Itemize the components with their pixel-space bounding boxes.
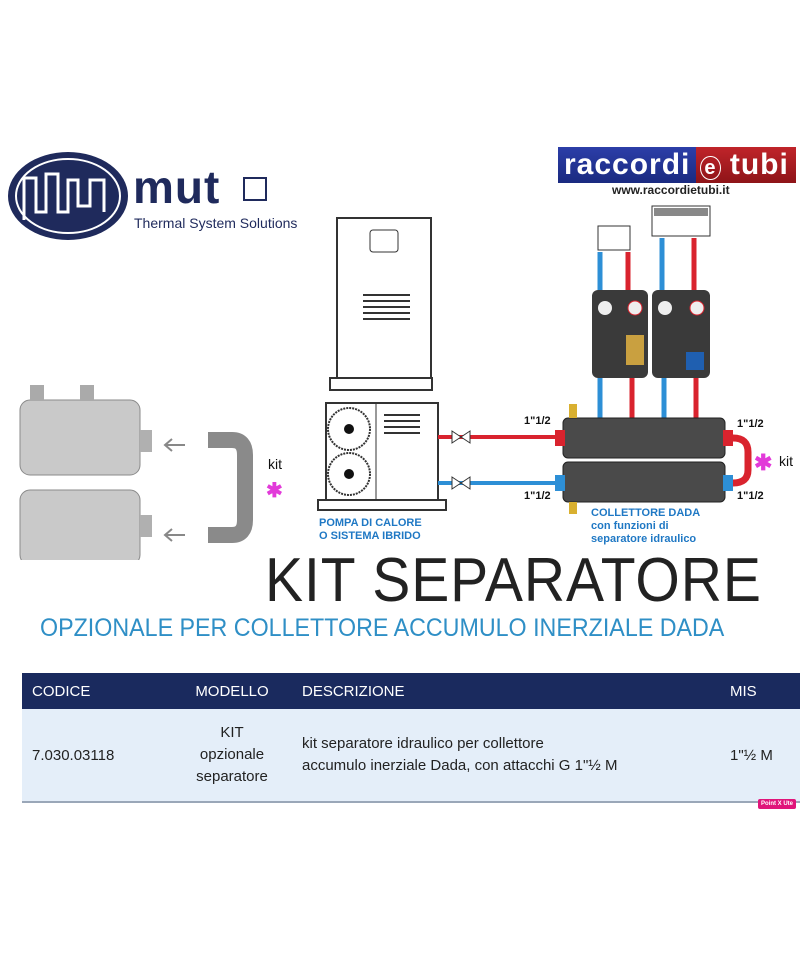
table-header-row: CODICE MODELLO DESCRIZIONE MIS bbox=[22, 673, 800, 709]
heat-pump-illustration bbox=[317, 402, 447, 511]
collector-label-line1: COLLETTORE DADA bbox=[591, 507, 701, 519]
kit-marker-left: ✱ bbox=[266, 480, 283, 502]
partner-logo: raccordi e tubi bbox=[558, 147, 796, 183]
header-model: MODELLO bbox=[172, 673, 292, 709]
header-code: CODICE bbox=[22, 673, 172, 709]
collector-label: COLLETTORE DADA con funzioni di separato… bbox=[591, 507, 700, 546]
kit-label-left: kit bbox=[268, 456, 282, 472]
kit-label-right: kit bbox=[779, 453, 793, 469]
model-line3: separatore bbox=[196, 768, 268, 785]
page-title: KIT SEPARATORE bbox=[265, 546, 762, 615]
collector-illustration bbox=[555, 404, 752, 514]
partner-logo-part2-3: e tubi bbox=[696, 147, 796, 183]
cell-size: 1"½ M bbox=[720, 709, 800, 803]
description-line2: accumulo inerziale Dada, con attacchi G … bbox=[302, 757, 618, 774]
collector-label-line2: con funzioni di bbox=[591, 520, 669, 532]
kit-marker-right: ✱ bbox=[754, 450, 772, 475]
watermark-badge: Point X Ute bbox=[758, 799, 797, 809]
inertial-tanks-illustration: ✱ bbox=[19, 385, 283, 560]
partner-logo-part1: raccordi bbox=[558, 147, 697, 183]
connection-label-top-left: 1"1/2 bbox=[524, 415, 551, 427]
cell-description: kit separatore idraulico per collettore … bbox=[292, 709, 720, 803]
brand-name: mut bbox=[133, 161, 221, 213]
valve-icon bbox=[451, 476, 471, 490]
partner-logo-part3: tubi bbox=[729, 148, 789, 181]
heat-pump-label-line2: O SISTEMA IBRIDO bbox=[319, 530, 421, 542]
partner-url: www.raccordietubi.it bbox=[612, 183, 730, 197]
page-subtitle: OPZIONALE PER COLLETTORE ACCUMULO INERZI… bbox=[40, 614, 725, 642]
collector-label-line3: separatore idraulico bbox=[591, 533, 697, 545]
boiler-unit-illustration bbox=[329, 217, 433, 391]
brand-square-icon bbox=[243, 177, 267, 201]
system-diagram: ✱ ✱ bbox=[19, 205, 772, 560]
model-line1: KIT bbox=[220, 724, 244, 741]
cell-code: 7.030.03118 bbox=[22, 709, 172, 803]
connection-label-bottom-right: 1"1/2 bbox=[737, 490, 764, 502]
valve-icon bbox=[451, 430, 471, 444]
description-line1: kit separatore idraulico per collettore bbox=[302, 735, 544, 752]
brand-tagline: Thermal System Solutions bbox=[134, 215, 298, 231]
connection-label-top-right: 1"1/2 bbox=[737, 418, 764, 430]
heat-pump-label-line1: POMPA DI CALORE bbox=[319, 517, 422, 529]
header-description: DESCRIZIONE bbox=[292, 673, 720, 709]
table-row: 7.030.03118 KIT opzionale separatore kit… bbox=[22, 709, 800, 803]
heat-pump-label: POMPA DI CALORE O SISTEMA IBRIDO bbox=[319, 517, 422, 543]
header-size: MIS bbox=[720, 673, 800, 709]
model-line2: opzionale bbox=[199, 746, 265, 763]
mut-logo bbox=[8, 152, 128, 240]
connection-label-bottom-left: 1"1/2 bbox=[524, 490, 551, 502]
product-table: CODICE MODELLO DESCRIZIONE MIS 7.030.031… bbox=[22, 673, 800, 803]
partner-logo-e: e bbox=[700, 156, 721, 180]
cell-model: KIT opzionale separatore bbox=[172, 709, 292, 803]
